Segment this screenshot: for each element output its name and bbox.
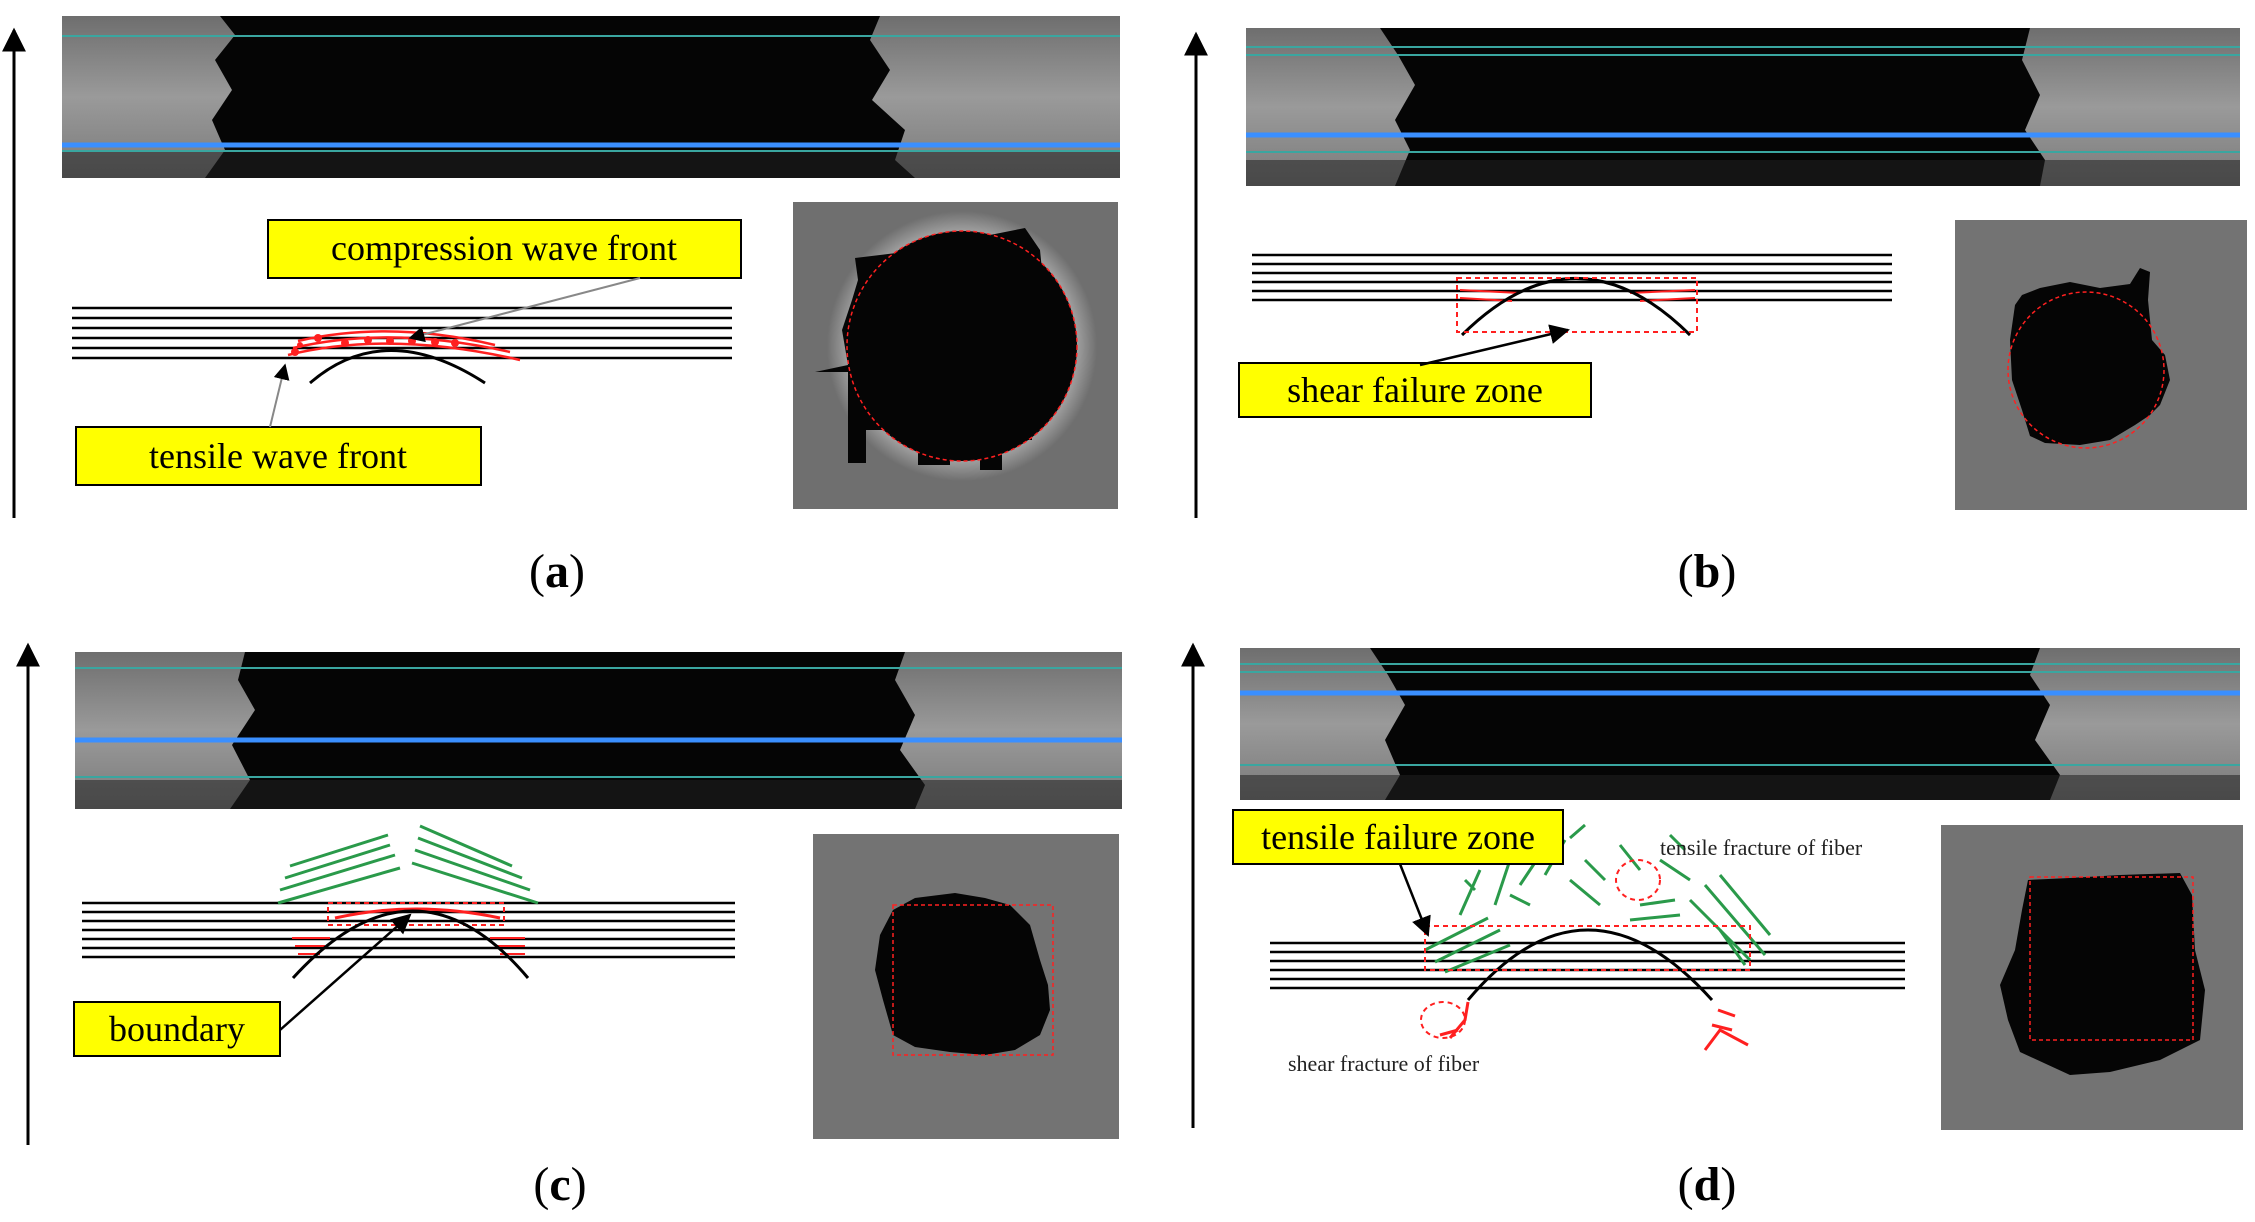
caption-b: (b) — [1678, 545, 1737, 598]
boundary-text: boundary — [109, 1009, 245, 1049]
cross-section-image — [793, 202, 1118, 509]
ct-slice-image — [1246, 28, 2240, 186]
shear-failure-zone-label: shear failure zone — [1238, 324, 1592, 418]
panel-c: boundary (c) — [15, 642, 1122, 1211]
caption-a: (a) — [529, 545, 585, 598]
tensile-wave-front-text: tensile wave front — [149, 436, 407, 476]
shear-failure-zone-box — [1456, 277, 1698, 333]
tensile-wave-front-label: tensile wave front — [75, 363, 482, 486]
shear-fracture-text: shear fracture of fiber — [1288, 1051, 1480, 1076]
caption-d: (d) — [1678, 1158, 1737, 1211]
tensile-fracture-marker — [1615, 859, 1661, 901]
tensile-failure-zone-label: tensile failure zone — [1232, 809, 1564, 937]
laminate-schematic — [72, 306, 732, 385]
boundary-label: boundary — [73, 913, 412, 1057]
cross-section-image — [1941, 825, 2243, 1130]
projectile-arc — [1466, 928, 1714, 1002]
compression-wave-front-text: compression wave front — [331, 228, 677, 268]
laminate-schematic — [82, 824, 735, 980]
caption-c: (c) — [533, 1158, 586, 1211]
ct-slice-image — [1240, 648, 2240, 800]
laminate-schematic — [1270, 823, 1905, 1051]
panel-b: shear failure zone (b) — [1184, 28, 2247, 598]
tensile-fracture-text: tensile fracture of fiber — [1660, 835, 1863, 860]
projectile-arc — [291, 909, 530, 980]
cross-section-image — [1955, 220, 2247, 510]
ct-slice-image — [62, 16, 1120, 178]
ct-slice-image — [75, 652, 1122, 809]
projectile-arc — [309, 349, 486, 385]
compression-wave-front-label: compression wave front — [267, 219, 742, 343]
projectile-arc — [1460, 277, 1692, 337]
shear-fracture-marker — [1420, 1001, 1466, 1039]
shear-failure-zone-text: shear failure zone — [1287, 370, 1543, 410]
panel-d: tensile failure zone tensile fracture of… — [1181, 642, 2243, 1211]
panel-a: compression wave front tensile wave fron… — [1, 16, 1120, 598]
cross-section-image — [813, 834, 1119, 1139]
tensile-failure-zone-text: tensile failure zone — [1261, 817, 1535, 857]
tensile-failure-zone-box — [1424, 925, 1751, 971]
laminate-schematic — [1252, 253, 1892, 337]
